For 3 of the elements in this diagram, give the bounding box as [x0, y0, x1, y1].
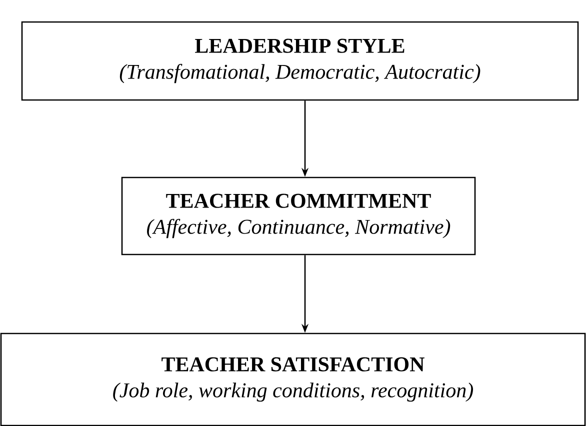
concept-box: TEACHER SATISFACTION (Job role, working conditions, recognition)	[0, 332, 586, 426]
concept-box: LEADERSHIP STYLE (Transfomational, Democratic, Autocratic)	[21, 21, 579, 101]
concept-box: TEACHER COMMITMENT (Affective, Continuance, Normative)	[121, 176, 476, 256]
